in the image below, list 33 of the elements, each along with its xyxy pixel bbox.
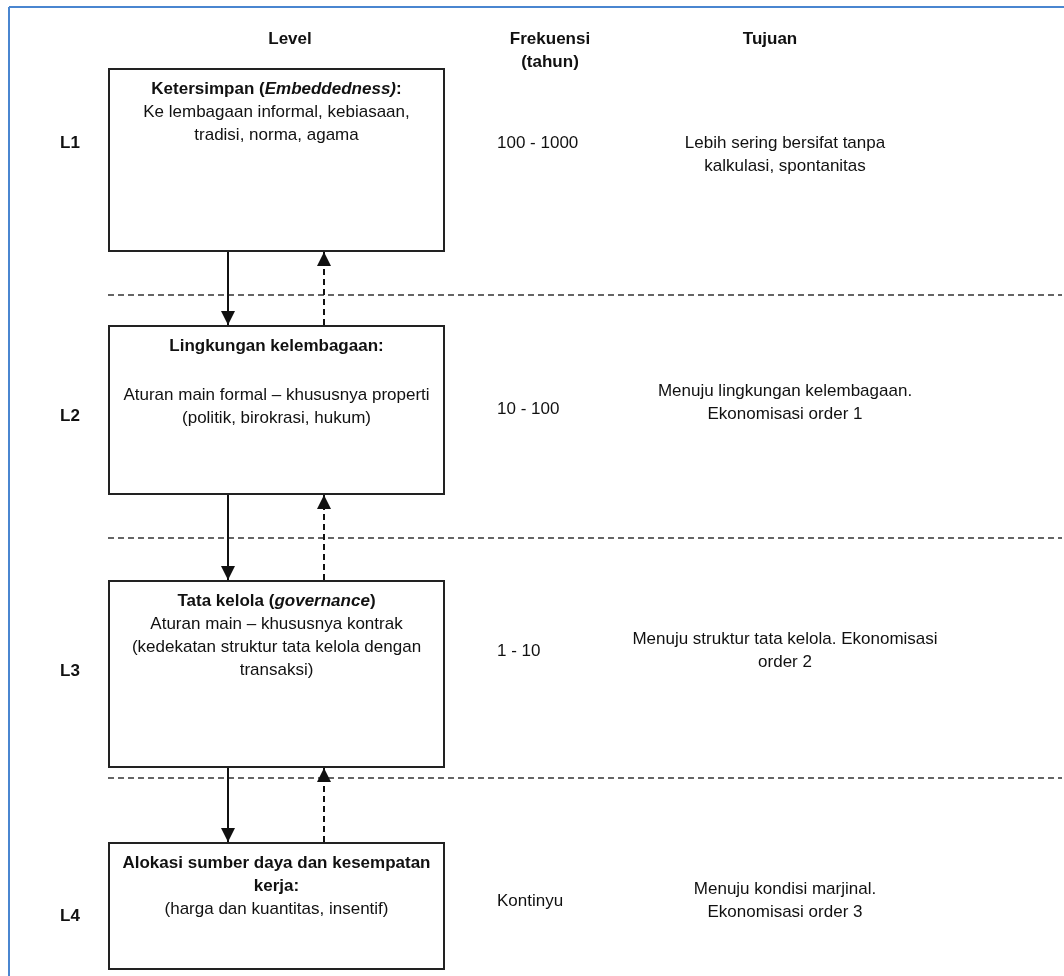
description-text: Menuju kondisi marjinal. Ekonomisasi order 3: [692, 878, 878, 923]
row-label: L1: [59, 132, 81, 154]
description-text: Lebih sering bersifat tanpa kalkulasi, spontanitas: [683, 132, 887, 177]
box-text: Aturan main formal – khususnya properti (politik, birokrasi, hukum): [122, 383, 431, 429]
arrow: [221, 494, 235, 581]
arrow: [317, 767, 331, 843]
frequency-value: Kontinyu: [497, 890, 565, 912]
arrow: [317, 251, 331, 326]
column-header: Frekuensi (tahun): [508, 28, 592, 73]
box-heading: Alokasi sumber daya dan kesempatan kerja:: [121, 852, 432, 897]
column-header: Level: [267, 28, 313, 50]
box-heading: Ketersimpan (Embeddedness):: [151, 78, 402, 100]
row-label: L4: [59, 905, 81, 927]
row-label: L2: [59, 405, 81, 427]
level-box: [108, 580, 445, 768]
description-text: Menuju lingkungan kelembagaan. Ekonomisasi order 1: [656, 380, 914, 425]
box-heading: Tata kelola (governance): [177, 590, 376, 612]
frequency-value: 10 - 100: [497, 398, 561, 420]
frequency-value: 100 - 1000: [497, 132, 580, 154]
arrow: [221, 767, 235, 843]
arrow: [317, 494, 331, 581]
level-box: [108, 68, 445, 252]
level-box: [108, 842, 445, 970]
box-heading: Lingkungan kelembagaan:: [169, 335, 384, 357]
arrow: [221, 251, 235, 326]
row-label: L3: [59, 660, 81, 682]
box-text: (harga dan kuantitas, insentif): [164, 897, 389, 920]
frequency-value: 1 - 10: [497, 640, 542, 662]
box-text: Ke lembagaan informal, kebiasaan, tradisi, norma, agama: [142, 100, 411, 146]
box-text: Aturan main – khususnya kontrak (kedekatan struktur tata kelola dengan transaksi): [130, 612, 423, 681]
column-header: Tujuan: [741, 28, 799, 50]
description-text: Menuju struktur tata kelola. Ekonomisasi order 2: [631, 628, 939, 673]
level-box: [108, 325, 445, 495]
